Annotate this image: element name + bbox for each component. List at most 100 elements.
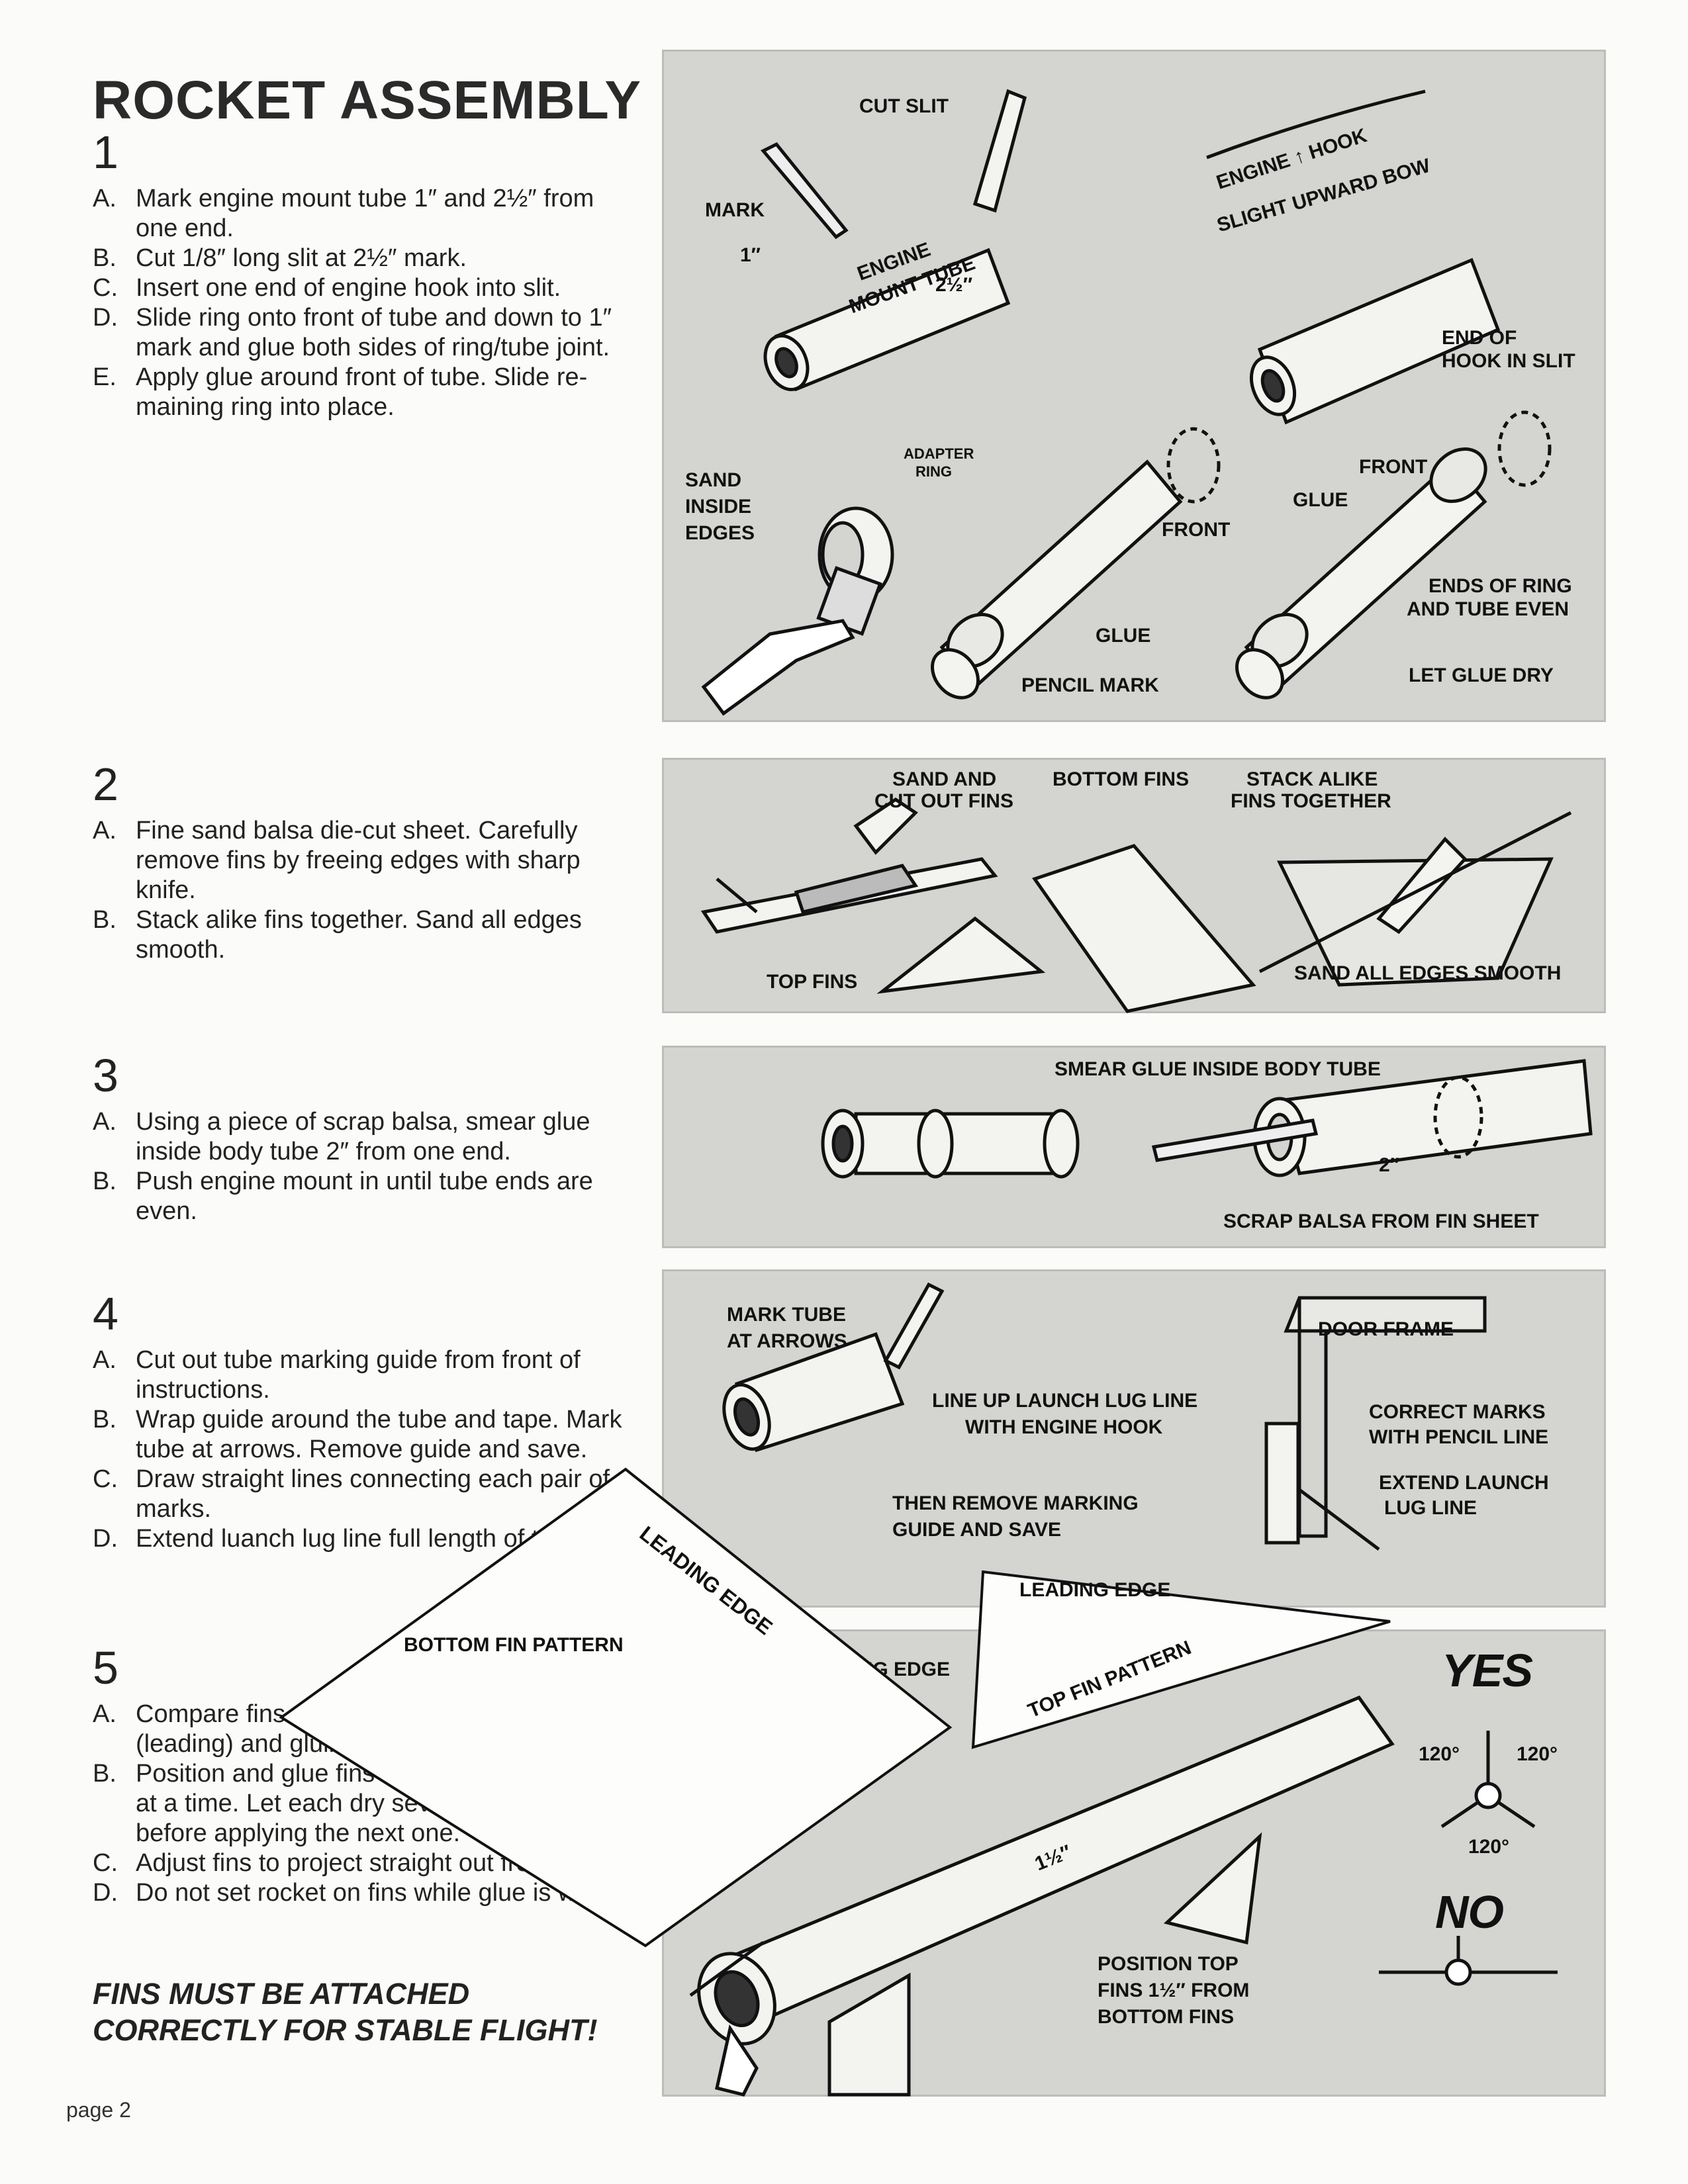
label-extend-launch: EXTEND LAUNCH <box>1379 1472 1549 1494</box>
step-item: A. Using a piece of scrap balsa, smear gl… <box>93 1107 635 1167</box>
label-cut-out-fins: CUT OUT FINS <box>874 790 1013 812</box>
label-mark: MARK <box>705 199 765 221</box>
item-text: Using a piece of scrap balsa, smear glue… <box>136 1108 590 1165</box>
step-item: B. Push engine mount in until tube ends a… <box>93 1167 635 1226</box>
label-angle-right: 120° <box>1517 1743 1558 1765</box>
item-text: Insert one end of engine hook into slit. <box>136 274 561 302</box>
label-angle-bottom: 120° <box>1468 1836 1510 1858</box>
step-1: 1 A.Mark engine mount tube 1″ and 2½″ fr… <box>93 126 635 422</box>
step-item: A. Cut out tube marking guide from front … <box>93 1345 635 1405</box>
item-text: Wrap guide around the tube and tape. Mar… <box>136 1406 622 1463</box>
step-5: 5 A. Compare fins to patterns to find fro… <box>93 1641 635 1908</box>
label-ring: RING <box>915 463 952 480</box>
item-letter: C. <box>93 274 118 302</box>
label-at-arrows: AT ARROWS <box>727 1330 847 1352</box>
label-position-top: POSITION TOP <box>1098 1953 1239 1975</box>
step-item: B. Position and glue fins on alignment li… <box>93 1759 635 1848</box>
label-inside: INSIDE <box>685 496 752 518</box>
label-then-remove: THEN REMOVE MARKING <box>892 1492 1139 1514</box>
step-list: A. Compare fins to patterns to find front… <box>93 1700 635 1908</box>
item-letter: B. <box>93 1406 117 1433</box>
item-text: Push engine mount in until tube ends are… <box>136 1167 593 1225</box>
label-bottom-fins: BOTTOM FINS <box>1053 768 1190 790</box>
label-sand-and: SAND AND <box>892 768 997 790</box>
item-letter: D. <box>93 304 118 332</box>
label-line-up: LINE UP LAUNCH LUG LINE <box>932 1390 1198 1412</box>
step-item: C.Draw straight lines connecting each pa… <box>93 1465 635 1524</box>
item-letter: A. <box>93 817 117 844</box>
label-sand-edges: SAND ALL EDGES SMOOTH <box>1294 962 1562 984</box>
step-item: A. Compare fins to patterns to find front… <box>93 1700 635 1759</box>
label-two-half: 2½″ <box>935 274 973 296</box>
label-glue-a: GLUE <box>1096 625 1151 647</box>
fin-sanding-illustration <box>700 797 1572 1013</box>
label-sand: SAND <box>685 469 742 491</box>
item-text: Extend luanch lug line full length of tu… <box>136 1525 588 1553</box>
step-item: D. Slide ring onto front of tube and down… <box>93 303 635 363</box>
label-stack-alike: STACK ALIKE <box>1246 768 1378 790</box>
item-letter: E. <box>93 363 117 391</box>
panel-fin-attachment: GLUING EDGE YES 120° 120° 120° NO 1½″ PO… <box>662 1629 1606 2097</box>
label-fins-from: FINS 1½″ FROM <box>1098 1979 1250 2001</box>
step-number: 3 <box>93 1050 118 1101</box>
panel-glue-body-tube: SMEAR GLUE INSIDE BODY TUBE 2″ SCRAP BAL… <box>662 1046 1606 1248</box>
label-door-frame: DOOR FRAME <box>1318 1318 1454 1340</box>
label-pencil-line: WITH PENCIL LINE <box>1369 1426 1549 1448</box>
step-item: B.Stack alike fins together. Sand all ed… <box>93 905 635 965</box>
step-number: 2 <box>93 758 118 810</box>
step-item: A.Fine sand balsa die-cut sheet. Careful… <box>93 816 635 905</box>
label-mark-tube: MARK TUBE <box>727 1304 846 1326</box>
label-scrap-balsa: SCRAP BALSA FROM FIN SHEET <box>1223 1210 1539 1232</box>
stable-flight-warning: FINS MUST BE ATTACHED CORRECTLY FOR STAB… <box>93 1977 598 2047</box>
step-list: A. Using a piece of scrap balsa, smear gl… <box>93 1107 635 1226</box>
label-end-of-hook-1: END OF <box>1442 327 1517 349</box>
label-smear-glue: SMEAR GLUE INSIDE BODY TUBE <box>1055 1058 1381 1080</box>
label-let-glue-dry: LET GLUE DRY <box>1409 664 1554 686</box>
panel-tube-marking: MARK TUBE AT ARROWS LINE UP LAUNCH LUG L… <box>662 1269 1606 1608</box>
engine-mount-illustration <box>701 89 1552 716</box>
step-list: A.Fine sand balsa die-cut sheet. Careful… <box>93 816 635 965</box>
item-text: Cut out tube marking guide from front of… <box>136 1346 581 1404</box>
step-item: A.Mark engine mount tube 1″ and 2½″ from… <box>93 184 635 244</box>
step-item: D.Do not set rocket on fins while glue i… <box>93 1878 635 1908</box>
item-text: Do not set rocket on fins while glue is … <box>136 1879 604 1907</box>
page-title: ROCKET ASSEMBLY <box>93 70 642 130</box>
item-text: Position and glue fins on alignment line… <box>136 1760 634 1847</box>
step-item: B.Cut 1/8″ long slit at 2½″ mark. <box>93 244 635 273</box>
label-with-hook: WITH ENGINE HOOK <box>965 1416 1163 1438</box>
label-adapter: ADAPTER <box>904 445 974 462</box>
item-text: Adjust fins to project straight out from… <box>136 1849 614 1877</box>
item-text: Mark engine mount tube 1″ and 2½″ from o… <box>136 185 594 242</box>
item-letter: B. <box>93 1760 117 1788</box>
item-letter: A. <box>93 1108 117 1136</box>
step-number: 1 <box>93 126 118 178</box>
body-tube-illustration <box>821 1059 1593 1179</box>
item-letter: C. <box>93 1849 118 1877</box>
label-leading-edge-top: LEADING EDGE <box>1019 1579 1171 1601</box>
item-letter: B. <box>93 1167 117 1195</box>
label-front-b: FRONT <box>1359 456 1428 478</box>
item-text: Draw straight lines connecting each pair… <box>136 1465 610 1523</box>
step-item: C. Insert one end of engine hook into sli… <box>93 273 635 303</box>
step-2: 2 A.Fine sand balsa die-cut sheet. Caref… <box>93 758 635 965</box>
item-text: Compare fins to patterns to find front (… <box>136 1700 544 1758</box>
item-letter: B. <box>93 244 117 272</box>
label-cut-slit: CUT SLIT <box>859 95 949 117</box>
label-guide-save: GUIDE AND SAVE <box>892 1519 1062 1541</box>
label-glue-b: GLUE <box>1293 489 1348 511</box>
item-text: Slide ring onto front of tube and down t… <box>136 304 612 361</box>
item-letter: D. <box>93 1525 118 1553</box>
step-item: D. Extend luanch lug line full length of … <box>93 1524 635 1554</box>
step-number: 4 <box>93 1288 118 1340</box>
step-number: 5 <box>93 1642 118 1694</box>
tube-marking-illustration <box>722 1282 1487 1551</box>
label-angle-left: 120° <box>1419 1743 1460 1765</box>
panel-engine-mount: CUT SLIT MARK ENGINE MOUNT TUBE 1″ 2½″ E… <box>662 50 1606 722</box>
step-item: B. Wrap guide around the tube and tape. M… <box>93 1405 635 1465</box>
label-lug-line: LUG LINE <box>1384 1497 1477 1519</box>
item-letter: A. <box>93 1346 117 1374</box>
label-no: NO <box>1435 1886 1504 1938</box>
item-text: Apply glue around front of tube. Slide r… <box>136 363 588 421</box>
item-letter: A. <box>93 1700 117 1728</box>
step-3: 3 A. Using a piece of scrap balsa, smear … <box>93 1049 635 1226</box>
